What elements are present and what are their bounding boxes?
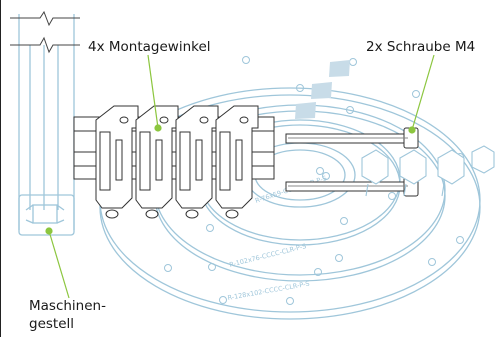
side-clamps <box>361 145 495 197</box>
screws <box>285 127 419 197</box>
page-edge-line <box>0 0 1 337</box>
frame-callout-line1: Maschinen- <box>29 298 106 314</box>
machine-frame <box>18 14 75 236</box>
mounting-brackets <box>95 105 259 219</box>
leader-screws <box>411 54 435 131</box>
mounting-bracket-4 <box>215 105 259 219</box>
outer-plate-edge <box>99 94 481 320</box>
plate-markings <box>295 60 350 119</box>
frame-break-lines <box>10 10 80 54</box>
frame-callout-line2: gestell <box>29 316 75 332</box>
mounting-bracket-3 <box>175 105 219 219</box>
mounting-bracket-1 <box>95 105 139 219</box>
leader-brackets <box>147 54 159 129</box>
leader-frame <box>48 230 70 299</box>
brackets-callout: 4x Montagewinkel <box>88 39 211 55</box>
mounting-bracket-2 <box>135 105 179 219</box>
screw-upper <box>285 127 419 149</box>
screws-callout: 2x Schraube M4 <box>366 39 476 55</box>
leader-lines <box>45 54 435 299</box>
